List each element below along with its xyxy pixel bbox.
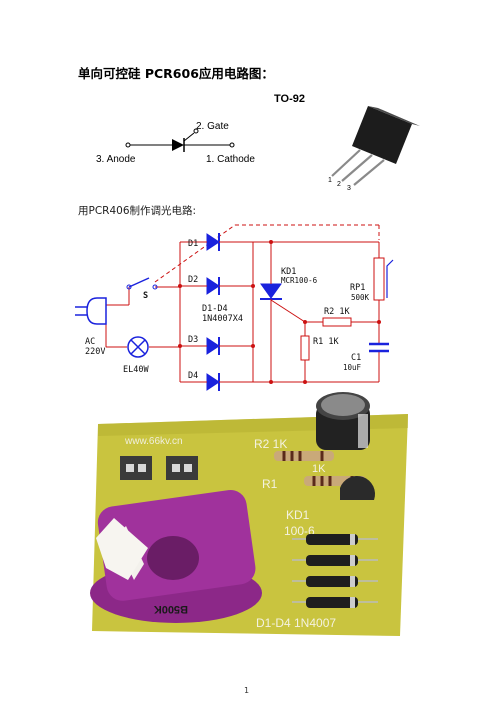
pot-wiper: [386, 259, 394, 298]
label-pot: RP1: [350, 283, 365, 293]
package-top: [368, 106, 420, 126]
plug-icon: [86, 297, 107, 325]
circuit-caption: 用PCR406制作调光电路:: [78, 205, 197, 217]
label-voltage: 220V: [85, 347, 105, 357]
pin2-lead: [341, 154, 373, 182]
switch-contact-left: [126, 284, 132, 290]
label-d1: D1: [188, 239, 198, 249]
lamp-icon: [127, 336, 149, 358]
pcb-diodes-text: D1-D4 1N4007: [256, 616, 336, 630]
package-body: [352, 106, 412, 164]
scr-triangle: [172, 139, 184, 151]
anode-label: 3. Anode: [96, 154, 136, 165]
gate-label: 2. Gate: [196, 121, 229, 132]
pcb-switch-left: [120, 456, 152, 480]
label-r2: R2 1K: [324, 307, 350, 317]
anode-terminal: [125, 142, 131, 148]
pcb-knob-label: B500K: [154, 603, 188, 615]
to92-package-illustration: TO-92 1 2 3: [274, 93, 420, 192]
pcb-resistor-r2: [274, 451, 334, 461]
resistor-r2: [322, 317, 352, 327]
label-switch: S: [143, 291, 148, 301]
pin1-label: 1: [328, 177, 332, 184]
wire-gate: [270, 299, 306, 323]
pin2-label: 2: [337, 181, 341, 188]
diode-d2-body: [206, 277, 220, 295]
pcb-potentiometer-knob: [90, 489, 262, 623]
cathode-label: 1. Cathode: [206, 154, 255, 165]
label-d4: D4: [188, 371, 198, 381]
pcb-r1-value: 1K: [312, 463, 326, 475]
pin1-lead: [331, 149, 361, 177]
label-scr: KD1: [281, 267, 296, 277]
scr-kd1-body: [260, 283, 282, 299]
page-heading: 单向可控硅 PCR606应用电路图：: [78, 66, 274, 81]
cathode-terminal: [229, 142, 235, 148]
label-scr-part: MCR100-6: [281, 276, 318, 285]
label-diode-part: D1-D4: [202, 304, 228, 314]
gate-terminal: [193, 128, 199, 134]
scr-symbol-diagram: 2. Gate 3. Anode 1. Cathode: [96, 121, 255, 165]
label-r1: R1 1K: [313, 337, 339, 347]
pcb-kd1-text: KD1: [286, 508, 310, 522]
gate-lead: [183, 132, 195, 142]
dimmer-schematic: D1 D2 D3 D4 D1-D4 1N4007X4 KD1 MCR100-6 …: [75, 224, 394, 391]
diode-d3-body: [206, 337, 220, 355]
pin3-label: 3: [347, 185, 351, 192]
label-pot-value: 500K: [351, 293, 370, 302]
label-ac: AC: [85, 337, 95, 347]
switch-contact-right: [152, 284, 158, 290]
pcb-photo: www.66kv.cn R2 1K 1K R1 KD1 100-6 D1-D4 …: [90, 392, 408, 636]
label-d2: D2: [188, 275, 198, 285]
resistor-r1: [300, 335, 310, 361]
pcb-kd1-value: 100-6: [284, 524, 315, 538]
package-label: TO-92: [274, 93, 305, 105]
pcb-capacitor: [316, 392, 370, 450]
potentiometer: [373, 257, 385, 301]
label-cap: C1: [351, 353, 361, 363]
pcb-r2-text: R2 1K: [254, 437, 287, 451]
page-number: 1: [244, 686, 250, 695]
diode-d1-body: [206, 233, 220, 251]
pcb-r1-text: R1: [262, 477, 278, 491]
label-cap-value: 10uF: [343, 363, 362, 372]
label-diode-value: 1N4007X4: [202, 314, 243, 324]
pcb-diodes: [292, 534, 378, 608]
pcb-scr-kd1: [340, 475, 376, 500]
switch-blade: [128, 277, 150, 288]
label-d3: D3: [188, 335, 198, 345]
label-lamp: EL40W: [123, 365, 149, 375]
pcb-switch-right: [166, 456, 198, 480]
pcb-site-text: www.66kv.cn: [124, 436, 183, 447]
ganged-link-left: [154, 224, 236, 283]
pin3-lead: [353, 159, 385, 186]
